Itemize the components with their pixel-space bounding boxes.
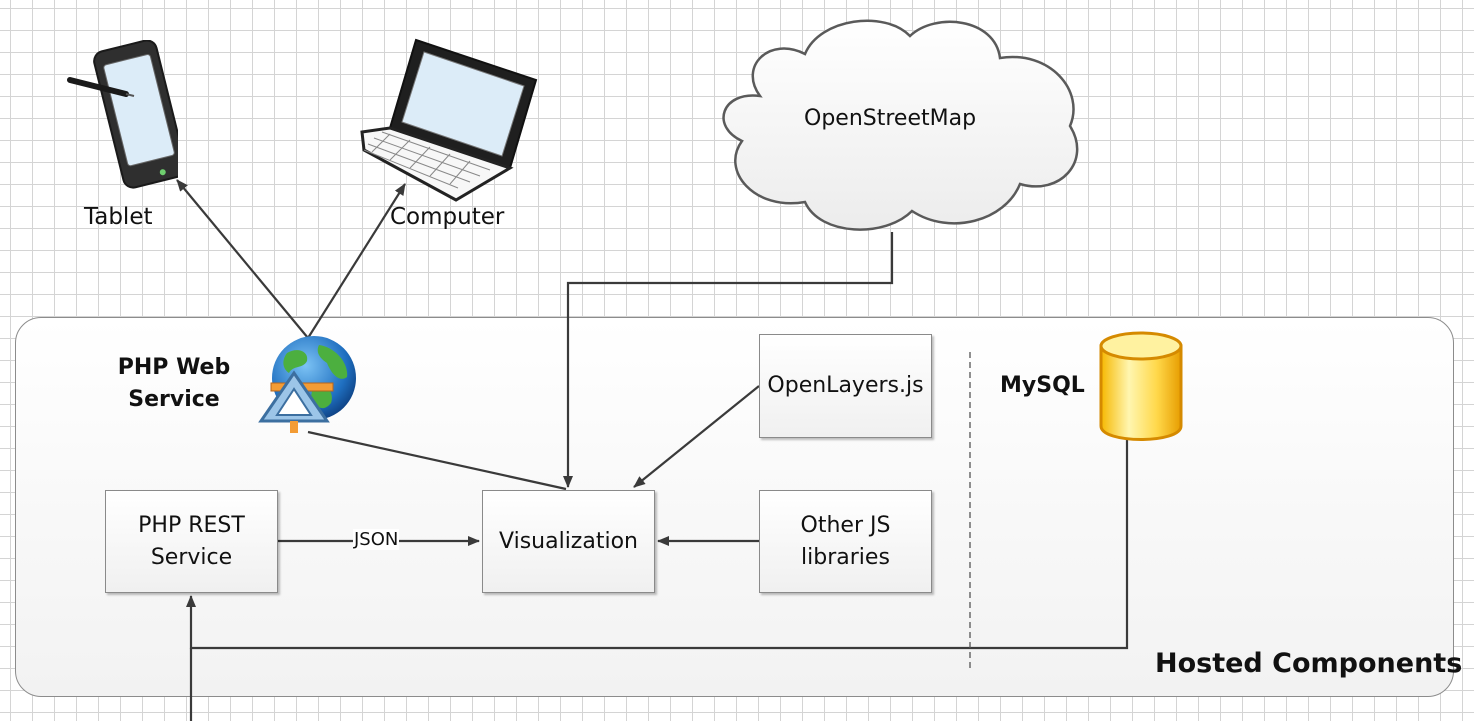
other-js-libraries-box: Other JS libraries xyxy=(759,490,932,593)
edge-webservice-to-computer xyxy=(307,183,406,339)
mysql-label: MySQL xyxy=(1000,373,1085,398)
openstreetmap-label: OpenStreetMap xyxy=(804,106,977,131)
tablet-icon xyxy=(67,40,178,189)
other-js-libraries-label: Other JS libraries xyxy=(800,512,891,570)
edge-mysql-to-rest xyxy=(186,440,1129,650)
edge-webservice-to-visualization xyxy=(307,430,567,491)
visualization-box: Visualization xyxy=(482,490,655,593)
hosted-components-title: Hosted Components xyxy=(1155,648,1463,679)
cloud-icon xyxy=(722,19,1079,231)
laptop-icon xyxy=(360,38,538,202)
php-web-service-label: PHP Web Service xyxy=(117,355,231,412)
json-edge-label: JSON xyxy=(353,529,400,550)
openlayers-box: OpenLayers.js xyxy=(759,334,932,438)
tablet-label: Tablet xyxy=(84,204,153,230)
php-rest-service-box: PHP REST Service xyxy=(105,490,278,593)
visualization-label: Visualization xyxy=(499,528,638,554)
computer-label: Computer xyxy=(390,204,505,230)
openlayers-label: OpenLayers.js xyxy=(767,373,924,398)
edge-openstreetmap-to-visualization xyxy=(563,232,894,488)
php-rest-service-label: PHP REST Service xyxy=(138,512,245,570)
edge-openlayers-to-visualization xyxy=(633,385,760,488)
database-cylinder-icon xyxy=(1099,331,1183,441)
globe-web-service-icon xyxy=(258,336,356,433)
edge-webservice-to-tablet xyxy=(176,179,309,339)
